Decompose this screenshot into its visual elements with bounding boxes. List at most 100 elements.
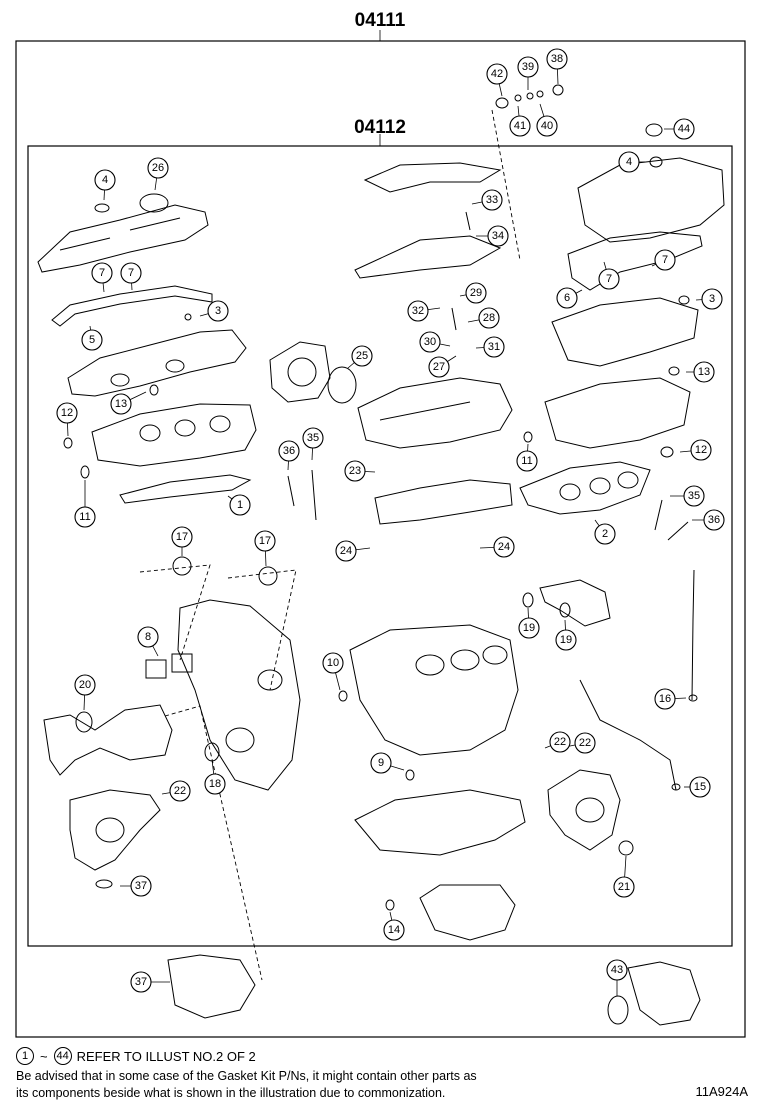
callout-number: 19 <box>560 634 572 646</box>
callout-number: 33 <box>486 194 498 206</box>
callout-number: 15 <box>694 781 706 793</box>
callout-circle <box>693 361 715 383</box>
callout-circle <box>518 617 540 639</box>
callout-number: 11 <box>79 511 90 523</box>
callout-circle <box>204 773 226 795</box>
part-callout: 25 <box>347 345 373 369</box>
callout-number: 22 <box>554 736 566 748</box>
callout-number: 34 <box>492 230 504 242</box>
callout-circle <box>322 652 344 674</box>
left-head-cover-gasket <box>51 285 213 327</box>
part-callout: 28 <box>467 307 500 329</box>
right-head-cover-gasket <box>567 231 703 291</box>
part-callout: 11 <box>516 443 538 472</box>
callout-number: 25 <box>356 350 368 362</box>
callout-number: 23 <box>349 465 361 477</box>
callout-number: 17 <box>176 531 188 543</box>
callout-circle <box>690 439 712 461</box>
callout-circle <box>344 460 366 482</box>
callout-circle <box>701 288 723 310</box>
part-callout: 7 <box>120 262 142 291</box>
part-callout: 35 <box>670 485 705 507</box>
fuel-delivery-pipe <box>354 162 502 279</box>
callout-circle <box>169 780 191 802</box>
part-callout: 34 <box>476 225 509 247</box>
callout-number: 3 <box>215 305 221 317</box>
callout-circle <box>278 440 300 462</box>
callout-number: 7 <box>606 273 612 285</box>
callout-circle <box>207 300 229 322</box>
part-callout: 18 <box>204 759 226 795</box>
cylinder-block <box>349 624 519 756</box>
notice-line-2: its components beside what is shown in t… <box>16 1086 446 1100</box>
callout-number: 16 <box>659 693 671 705</box>
right-exhaust-manifold <box>547 769 621 851</box>
callout-number: 36 <box>283 445 295 457</box>
callout-circle <box>137 626 159 648</box>
callout-circle <box>481 189 503 211</box>
part-callout: 17 <box>171 526 193 556</box>
callout-circle <box>120 262 142 284</box>
callout-circle <box>428 356 450 378</box>
part-callout: 43 <box>606 959 628 996</box>
part-callout: 4 <box>94 169 116 201</box>
callout-circle <box>549 731 571 753</box>
part-callout: 32 <box>407 300 441 322</box>
part-callout: 36 <box>692 509 725 531</box>
callout-circle <box>383 919 405 941</box>
callout-circle <box>486 63 508 85</box>
callout-number: 12 <box>61 407 73 419</box>
part-callout: 11 <box>74 480 96 528</box>
part-callout: 38 <box>546 48 568 85</box>
callout-circle <box>351 345 373 367</box>
callout-circle <box>229 494 251 516</box>
callout-number: 13 <box>115 398 127 410</box>
callout-number: 44 <box>678 123 690 135</box>
part-callout: 19 <box>555 619 577 651</box>
callout-number: 29 <box>470 287 482 299</box>
callout-circle <box>302 427 324 449</box>
right-cylinder-head <box>544 377 691 449</box>
part-callout: 8 <box>137 626 159 657</box>
reference-text: REFER TO ILLUST NO.2 OF 2 <box>76 1048 256 1064</box>
callout-circle <box>171 526 193 548</box>
part-callout: 21 <box>613 855 635 898</box>
part-callout: 15 <box>684 776 711 798</box>
callout-number: 24 <box>340 545 352 557</box>
part-callout: 24 <box>479 536 515 558</box>
callout-number: 8 <box>145 631 151 643</box>
water-inlet-housing <box>43 704 173 776</box>
callout-circle <box>683 485 705 507</box>
part-callout: 26 <box>147 157 169 191</box>
callout-circle <box>110 393 132 415</box>
part-callout: 23 <box>344 460 376 482</box>
callout-number: 36 <box>708 514 720 526</box>
callout-number: 26 <box>152 162 164 174</box>
part-callout: 5 <box>81 325 103 351</box>
part-callout: 2 <box>594 519 616 545</box>
callout-number: 4 <box>626 156 632 168</box>
callout-number: 21 <box>618 881 630 893</box>
callout-circle <box>487 225 509 247</box>
callout-number: 9 <box>378 757 384 769</box>
reference-note: 1 ~ 44 REFER TO ILLUST NO.2 OF 2 <box>16 1046 756 1066</box>
inner-kit-label: 04112 <box>354 117 406 138</box>
callout-number: 35 <box>688 490 700 502</box>
callout-number: 40 <box>541 120 553 132</box>
callout-circle <box>130 971 152 993</box>
callout-number: 5 <box>89 334 95 346</box>
oil-dipstick-guide <box>579 569 695 791</box>
callout-circle <box>517 56 539 78</box>
callout-circle <box>546 48 568 70</box>
part-callout: 6 <box>556 287 583 309</box>
small-seals <box>63 84 698 911</box>
part-callout: 27 <box>428 355 457 378</box>
part-callout: 7 <box>91 262 113 293</box>
callout-circle <box>478 307 500 329</box>
callout-number: 32 <box>412 305 424 317</box>
drawing-code: 11A924A <box>695 1084 748 1099</box>
oil-pan-upper <box>354 789 526 856</box>
part-callout: 24 <box>335 540 371 562</box>
callout-number: 41 <box>514 120 526 132</box>
